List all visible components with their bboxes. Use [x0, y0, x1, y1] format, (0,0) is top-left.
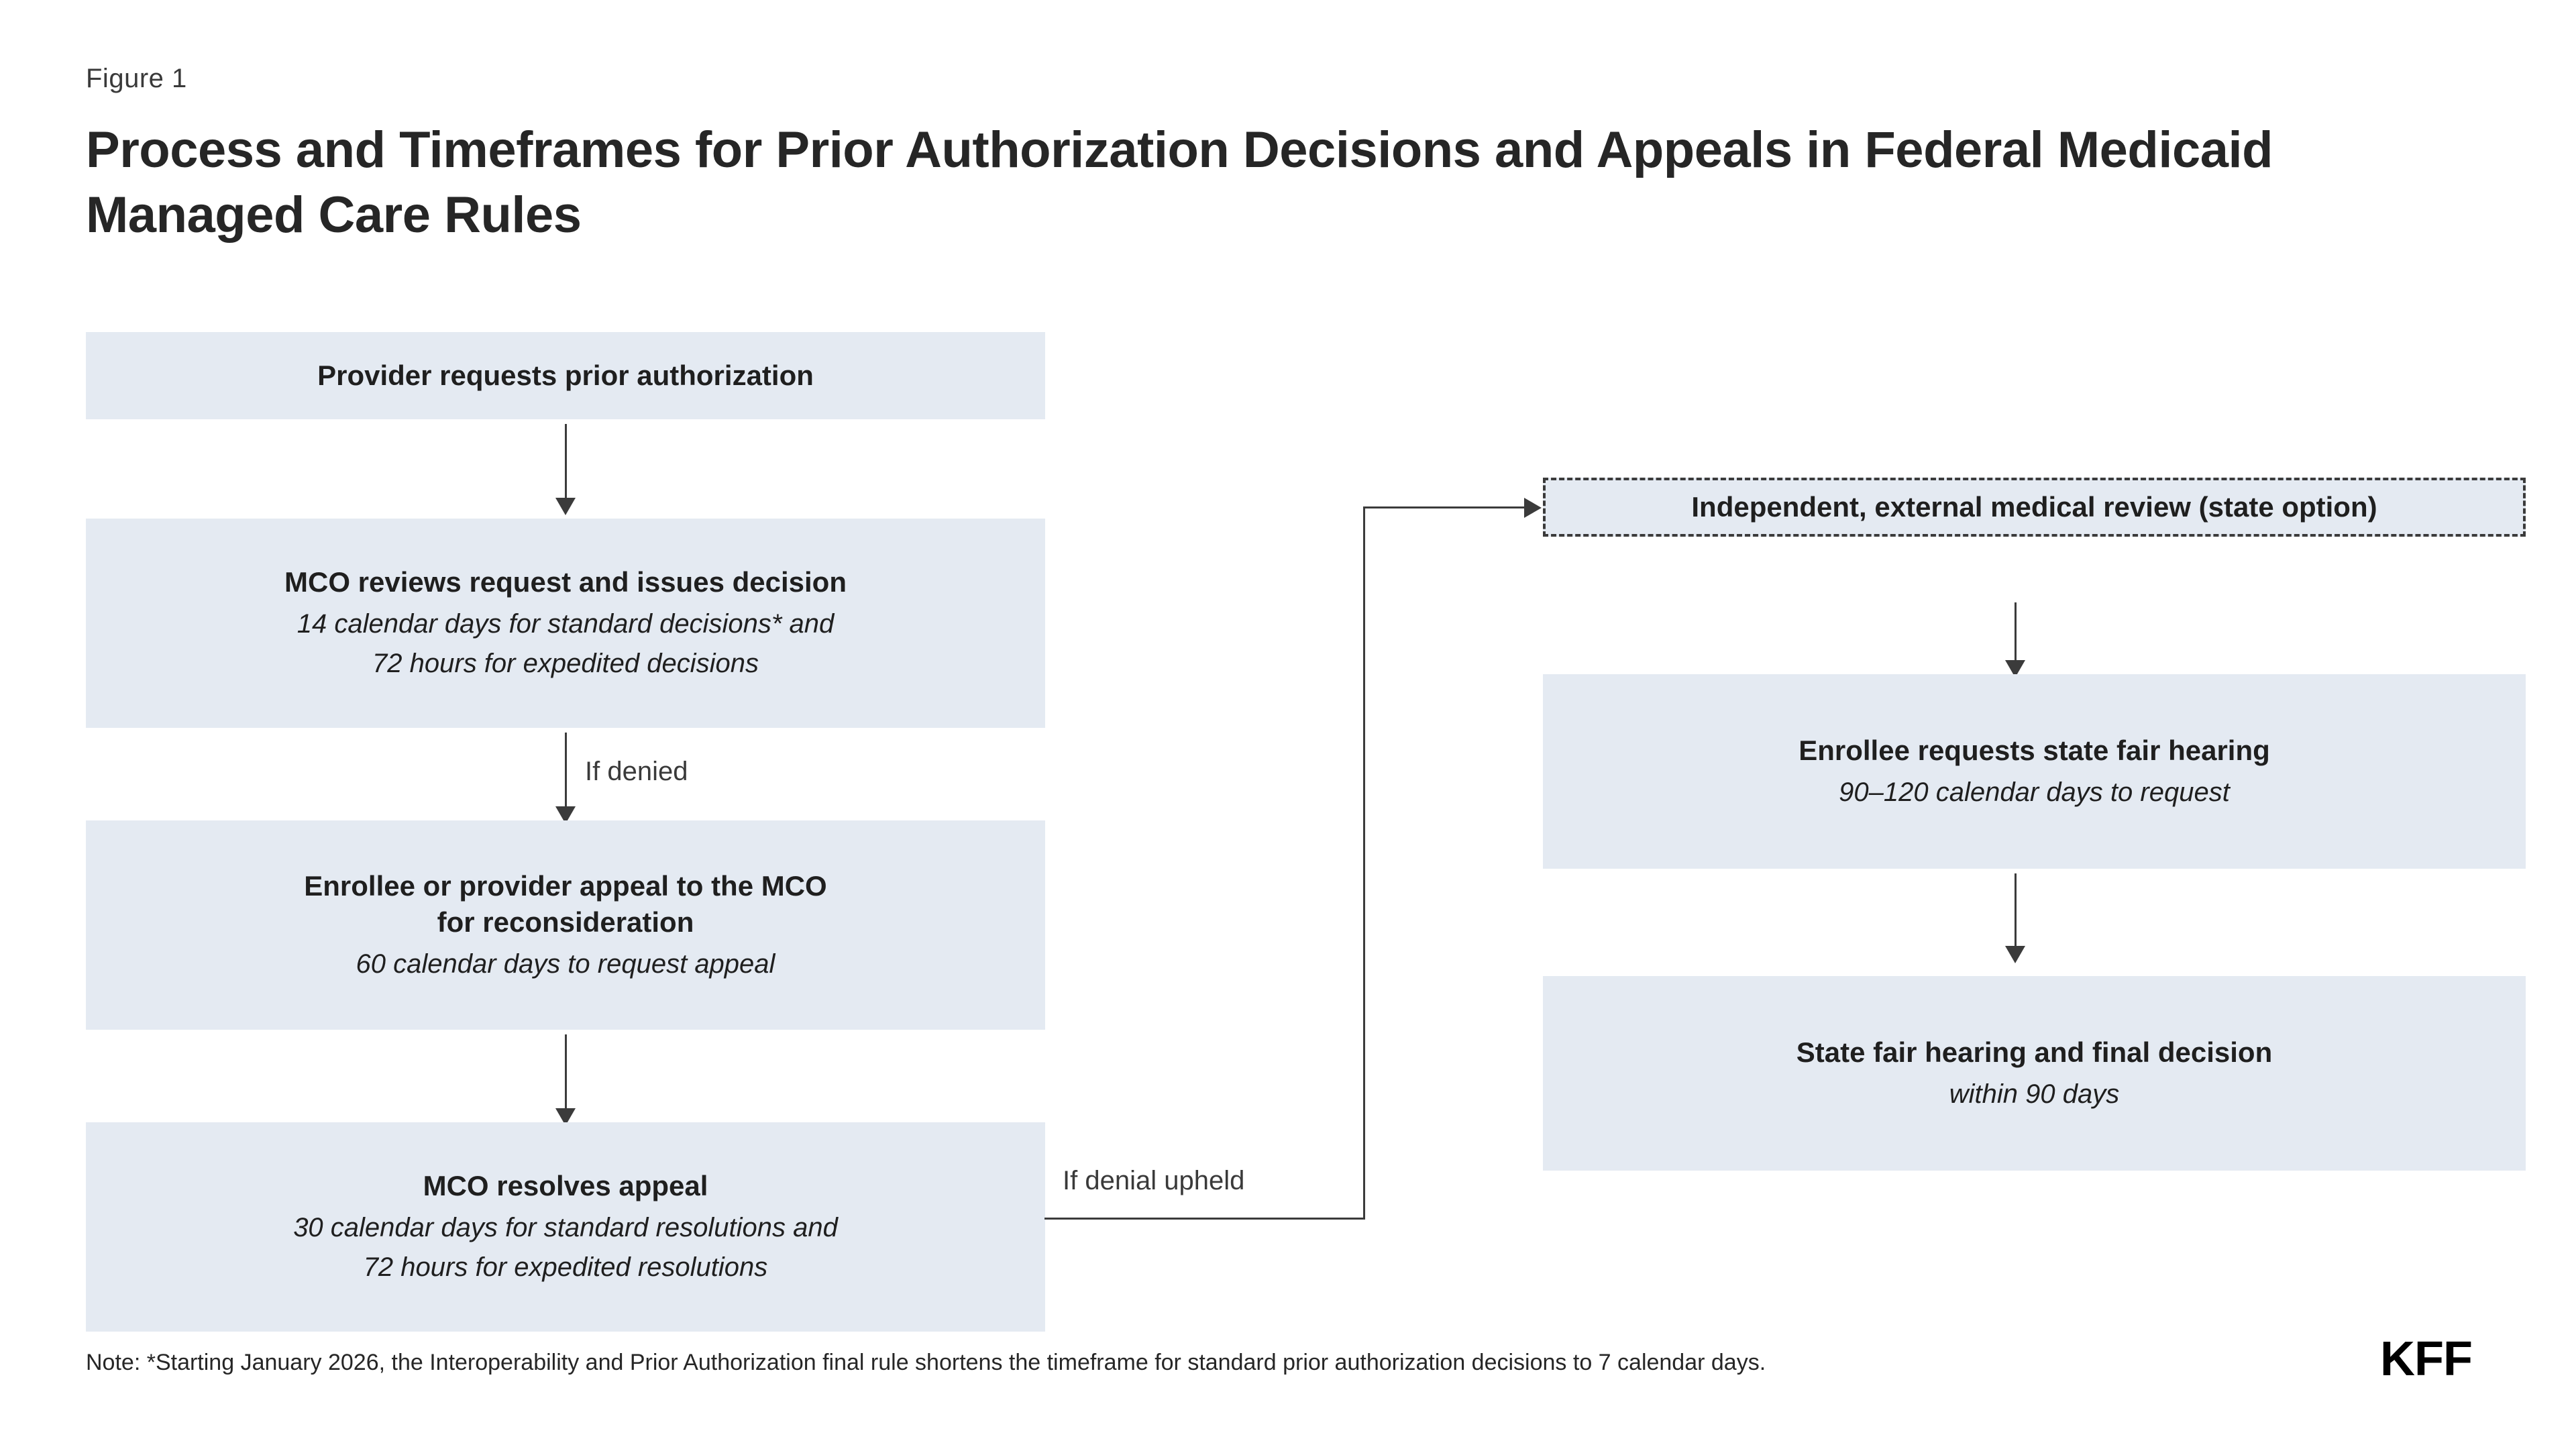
node-mco-reviews-sub1: 14 calendar days for standard decisions*…	[297, 608, 835, 639]
node-provider-request-heading: Provider requests prior authorization	[317, 359, 814, 391]
node-appeal-to-mco-heading-line1: Enrollee or provider appeal to the MCO	[304, 869, 827, 902]
node-state-fair-hearing-request-sub1: 90–120 calendar days to request	[1839, 777, 2230, 807]
page-title: Process and Timeframes for Prior Authori…	[86, 121, 2273, 244]
node-mco-reviews-heading: MCO reviews request and issues decision	[284, 566, 847, 598]
arrowhead-request-to-decision	[2005, 946, 2025, 963]
connector-review-to-appeal	[565, 733, 567, 808]
node-state-fair-hearing-request-heading: Enrollee requests state fair hearing	[1799, 734, 2270, 766]
node-state-fair-hearing-decision-heading: State fair hearing and final decision	[1796, 1036, 2273, 1068]
connector-upheld-vertical	[1363, 506, 1365, 1219]
connector-provider-to-review	[565, 424, 567, 499]
node-mco-resolves-sub2: 72 hours for expedited resolutions	[363, 1252, 768, 1283]
node-state-fair-hearing-decision: State fair hearing and final decision wi…	[1543, 976, 2526, 1171]
node-external-review: Independent, external medical review (st…	[1543, 478, 2526, 537]
figure-label: Figure 1	[86, 64, 187, 93]
node-mco-resolves-sub1: 30 calendar days for standard resolution…	[293, 1212, 838, 1242]
node-appeal-to-mco-heading-line2: for reconsideration	[437, 906, 694, 938]
arrowhead-provider-to-review	[555, 498, 576, 515]
node-mco-reviews: MCO reviews request and issues decision …	[86, 519, 1045, 728]
node-mco-resolves: MCO resolves appeal 30 calendar days for…	[86, 1122, 1045, 1332]
node-state-fair-hearing-decision-sub1: within 90 days	[1949, 1079, 2120, 1109]
node-appeal-to-mco-sub1: 60 calendar days to request appeal	[356, 949, 775, 979]
node-appeal-to-mco: Enrollee or provider appeal to the MCO f…	[86, 820, 1045, 1030]
footnote: Note: *Starting January 2026, the Intero…	[86, 1350, 1766, 1375]
node-mco-reviews-sub2: 72 hours for expedited decisions	[372, 649, 759, 679]
node-provider-request: Provider requests prior authorization	[86, 332, 1045, 419]
node-state-fair-hearing-request: Enrollee requests state fair hearing 90–…	[1543, 674, 2526, 869]
connector-request-to-decision	[2015, 873, 2017, 947]
node-external-review-heading: Independent, external medical review (st…	[1691, 490, 2377, 523]
connector-appeal-to-resolve	[565, 1034, 567, 1110]
edge-label-if-denied: If denied	[585, 757, 688, 786]
connector-external-to-hearing-request	[2015, 602, 2017, 661]
connector-upheld-horizontal-top	[1363, 506, 1525, 508]
connector-upheld-horizontal-bottom	[1044, 1218, 1365, 1220]
edge-label-if-denial-upheld: If denial upheld	[1063, 1166, 1245, 1195]
kff-logo: KFF	[2380, 1332, 2473, 1386]
node-mco-resolves-heading: MCO resolves appeal	[423, 1170, 708, 1202]
arrowhead-upheld-to-external-review	[1524, 498, 1542, 518]
